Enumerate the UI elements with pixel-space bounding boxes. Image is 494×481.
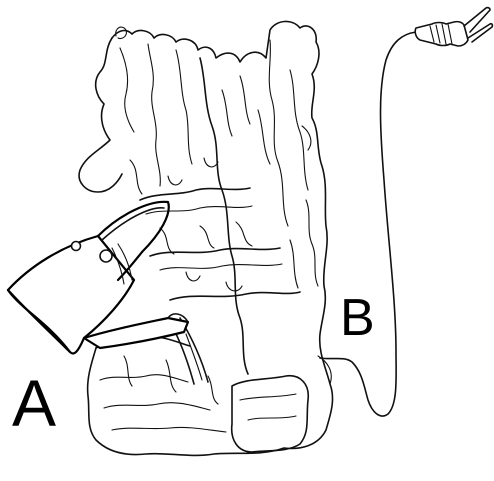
rock-fountain-illustration (79, 21, 332, 455)
label-b: B (340, 292, 375, 344)
watering-can-icon (8, 202, 188, 354)
label-a: A (12, 370, 56, 436)
power-cord-plug-icon (320, 8, 492, 416)
